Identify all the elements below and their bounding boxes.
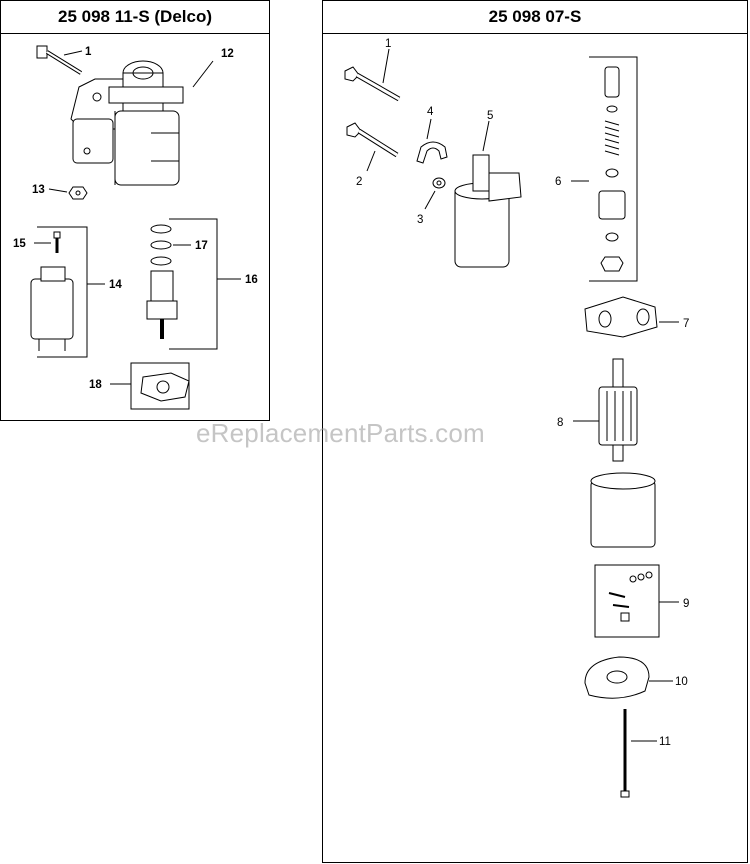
callout-left-17: 17 xyxy=(195,240,208,252)
part-brush-holder[interactable] xyxy=(140,372,190,402)
callout-right-11: 11 xyxy=(659,736,671,748)
right-panel-title: 25 098 07-S xyxy=(323,1,747,34)
part-through-bolt[interactable] xyxy=(620,709,630,798)
part-washer[interactable] xyxy=(432,177,446,189)
part-small-bolt[interactable] xyxy=(53,231,61,253)
callout-right-5: 5 xyxy=(487,110,493,122)
callout-right-4: 4 xyxy=(427,106,434,118)
part-bolt-upper[interactable] xyxy=(344,66,401,102)
callout-right-2: 2 xyxy=(356,176,362,188)
left-assembly-panel: 25 098 11-S (Delco) xyxy=(0,0,270,421)
callout-left-18: 18 xyxy=(89,379,102,391)
part-starter-motor[interactable] xyxy=(454,154,522,268)
part-motor-housing[interactable] xyxy=(590,472,656,548)
right-assembly-diagram: 1 4 5 2 3 6 7 8 9 10 11 xyxy=(344,38,689,798)
left-panel-title: 25 098 11-S (Delco) xyxy=(1,1,269,34)
callout-right-6: 6 xyxy=(555,176,561,188)
callout-left-1: 1 xyxy=(85,46,92,58)
callout-right-8: 8 xyxy=(557,417,563,429)
callout-left-13: 13 xyxy=(32,184,45,196)
callout-right-3: 3 xyxy=(417,214,423,226)
part-armature[interactable] xyxy=(598,358,638,462)
part-end-cap[interactable] xyxy=(584,656,650,699)
callout-left-14: 14 xyxy=(109,279,122,291)
callout-right-9: 9 xyxy=(683,598,689,610)
callout-right-1: 1 xyxy=(385,38,391,50)
callout-right-7: 7 xyxy=(683,318,689,330)
right-assembly-panel: 25 098 07-S xyxy=(322,0,748,863)
part-retaining-rings[interactable] xyxy=(150,224,172,266)
part-nut-left[interactable] xyxy=(68,186,88,200)
part-brush-kit[interactable] xyxy=(608,571,653,622)
part-bolt-lower[interactable] xyxy=(346,122,399,158)
part-end-bracket[interactable] xyxy=(584,296,658,338)
part-drive-assembly[interactable] xyxy=(146,270,178,339)
part-clamp[interactable] xyxy=(416,141,448,164)
part-solenoid[interactable] xyxy=(30,266,74,351)
part-bolt-left[interactable] xyxy=(36,45,83,75)
part-drive-kit[interactable] xyxy=(598,66,626,272)
callout-left-12: 12 xyxy=(221,48,234,60)
callout-right-10: 10 xyxy=(675,676,688,688)
left-assembly-diagram: 1 12 13 15 17 14 16 18 xyxy=(13,45,258,410)
callout-left-16: 16 xyxy=(245,274,258,286)
part-starter-motor-delco[interactable] xyxy=(70,60,184,186)
callout-left-15: 15 xyxy=(13,238,26,250)
